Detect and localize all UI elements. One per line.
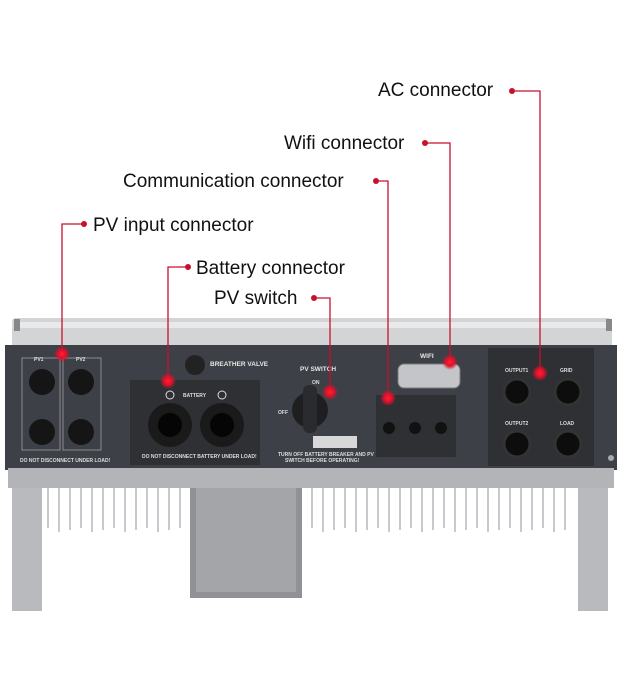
communication-port — [435, 422, 447, 434]
pv-switch[interactable]: PV SWITCH ON OFF TURN OFF BATTERY BREAKE… — [278, 366, 375, 464]
grid-gland — [553, 377, 583, 407]
callout-battery-connector: Battery connector — [196, 258, 346, 279]
output2-gland — [502, 429, 532, 459]
battery-label: BATTERY — [183, 393, 207, 399]
load-gland — [553, 429, 583, 459]
wifi-connector — [397, 363, 461, 389]
pv1-minus-connector — [29, 419, 55, 445]
on-label: ON — [312, 380, 320, 386]
ground-terminal — [608, 455, 614, 461]
communication-port — [409, 422, 421, 434]
pv1-plus-connector — [29, 369, 55, 395]
switch-warning-1: TURN OFF BATTERY BREAKER AND PV — [278, 452, 375, 458]
callout-wifi-connector: Wifi connector — [284, 133, 405, 154]
breather-valve-label: BREATHER VALVE — [210, 361, 269, 368]
plus-symbol-icon — [165, 390, 175, 400]
pv1-label: PV1 — [34, 357, 44, 363]
battery-connector-plate: BATTERY DO NOT DISCONNECT BATTERY UNDER … — [130, 380, 260, 465]
heatsink — [12, 486, 608, 611]
communication-port — [383, 422, 395, 434]
pv2-label: PV2 — [76, 357, 86, 363]
left-side-bracket — [12, 486, 42, 611]
callout-communication-connector: Communication connector — [123, 171, 344, 192]
minus-symbol-icon — [217, 390, 227, 400]
callout-lines — [61, 90, 541, 398]
switch-warning-2: SWITCH BEFORE OPERATING! — [285, 458, 360, 464]
pv2-minus-connector — [68, 419, 94, 445]
output2-label: OUTPUT2 — [505, 421, 529, 427]
breather-valve — [185, 355, 205, 375]
output1-gland — [502, 377, 532, 407]
wifi-label: WIFI — [420, 353, 434, 360]
pv-input-connectors: PV1 PV2 DO NOT DISCONNECT UNDER LOAD! — [20, 357, 111, 464]
load-label: LOAD — [560, 421, 575, 427]
callout-ac-connector: AC connector — [378, 80, 494, 101]
callout-pv-switch: PV switch — [214, 288, 297, 309]
grid-label: GRID — [560, 368, 573, 374]
ac-connector-plate: OUTPUT1 GRID OUTPUT2 LOAD — [488, 348, 594, 466]
rating-label — [313, 436, 357, 448]
casing-bottom — [8, 468, 614, 488]
target-markers — [54, 346, 548, 406]
output1-label: OUTPUT1 — [505, 368, 529, 374]
pv2-plus-connector — [68, 369, 94, 395]
right-side-bracket — [578, 486, 608, 611]
switch-handle[interactable] — [303, 385, 317, 433]
off-label: OFF — [278, 410, 288, 416]
pv-warning: DO NOT DISCONNECT UNDER LOAD! — [20, 458, 111, 464]
pv-switch-label: PV SWITCH — [300, 366, 336, 373]
battery-warning: DO NOT DISCONNECT BATTERY UNDER LOAD! — [142, 454, 257, 460]
callout-pv-input-connector: PV input connector — [93, 215, 254, 236]
callout-dots — [81, 88, 515, 301]
